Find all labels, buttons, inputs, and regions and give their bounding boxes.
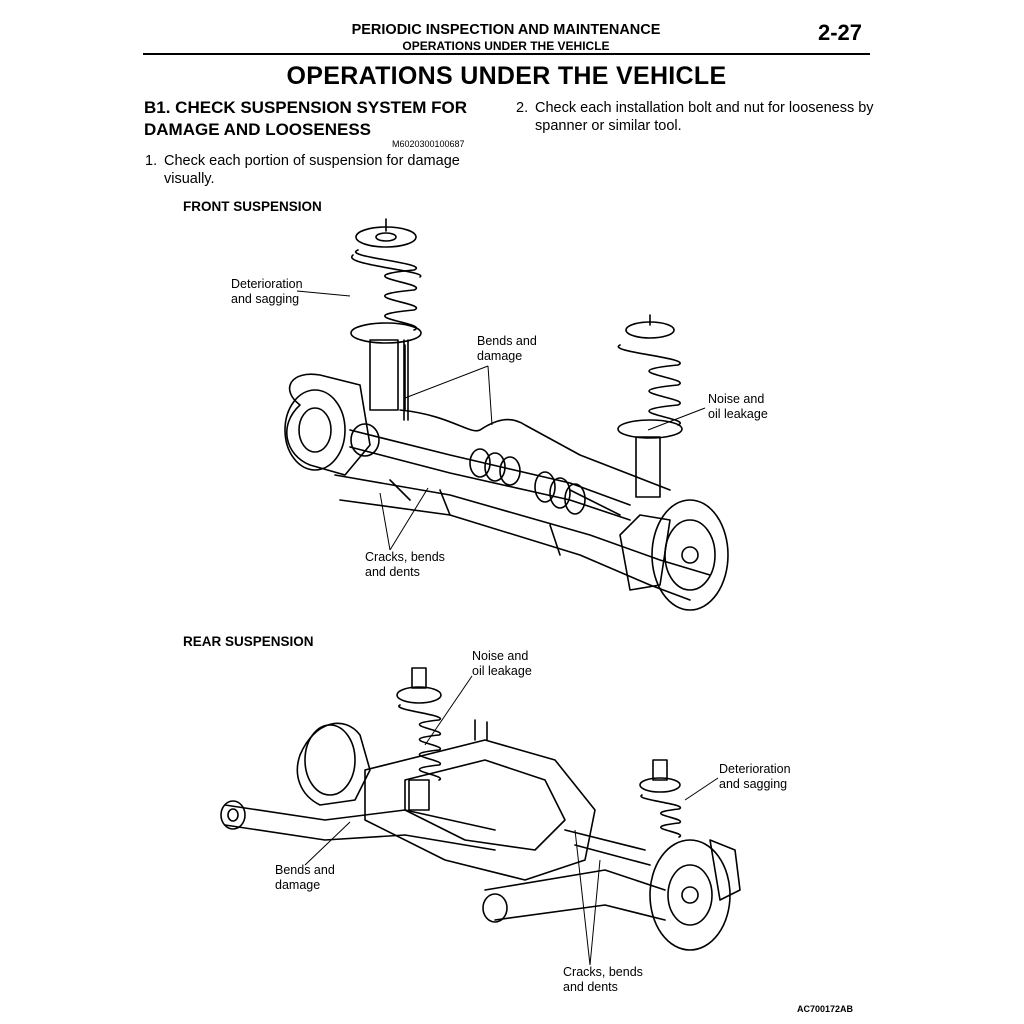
header-section-title: PERIODIC INSPECTION AND MAINTENANCE xyxy=(351,22,661,38)
rear-label-cracks: Cracks, bends and dents xyxy=(563,965,643,994)
rear-label-noise: Noise and oil leakage xyxy=(472,649,532,678)
step-number: 1. xyxy=(145,153,158,169)
front-suspension-heading: FRONT SUSPENSION xyxy=(183,199,322,214)
front-label-deterioration: Deterioration and sagging xyxy=(231,277,303,306)
rear-label-deterioration: Deterioration and sagging xyxy=(719,762,791,791)
step-1: 1. Check each portion of suspension for … xyxy=(145,152,495,188)
step-text: Check each installation bolt and nut for… xyxy=(535,100,874,134)
front-label-cracks: Cracks, bends and dents xyxy=(365,550,445,579)
step-2: 2. Check each installation bolt and nut … xyxy=(516,99,876,135)
rear-label-bends: Bends and damage xyxy=(275,863,335,892)
step-text: Check each portion of suspension for dam… xyxy=(164,153,460,187)
page-title: OPERATIONS UNDER THE VEHICLE xyxy=(286,62,727,90)
section-heading: B1. CHECK SUSPENSION SYSTEM FOR DAMAGE A… xyxy=(144,98,468,139)
step-number: 2. xyxy=(516,100,529,116)
section-code: M6020300100687 xyxy=(392,139,465,149)
front-label-noise: Noise and oil leakage xyxy=(708,392,768,421)
figure-reference: AC700172AB xyxy=(797,1004,854,1014)
front-suspension-illustration xyxy=(284,218,729,611)
page-number: 2-27 xyxy=(818,20,863,45)
header-rule xyxy=(143,53,870,55)
rear-suspension-heading: REAR SUSPENSION xyxy=(183,634,314,649)
front-label-bends: Bends and damage xyxy=(477,334,537,363)
header-subsection-title: OPERATIONS UNDER THE VEHICLE xyxy=(402,39,610,53)
rear-suspension-illustration xyxy=(220,667,741,951)
